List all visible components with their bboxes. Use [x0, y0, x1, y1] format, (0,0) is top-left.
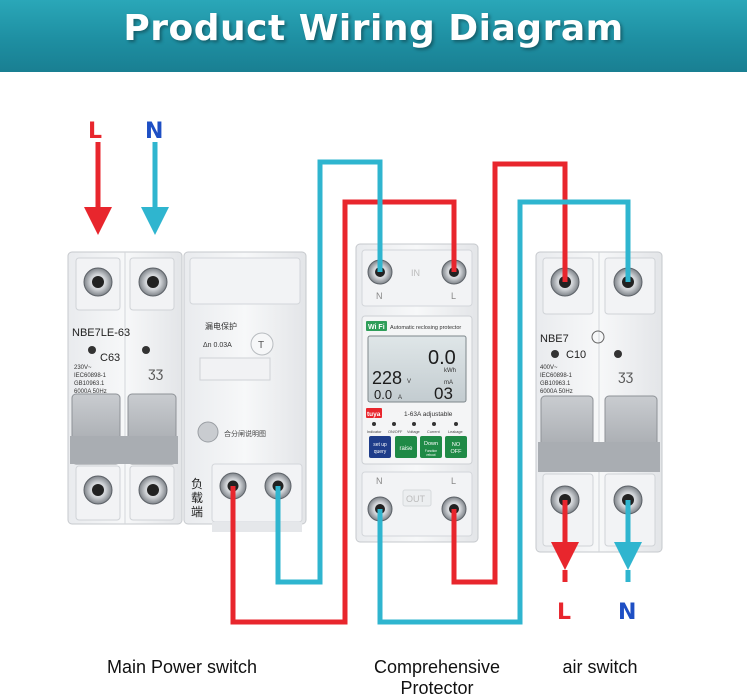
wiring-diagram: NBE7LE-63 C63 230V~ IEC60898-1 GB10963.1…: [67, 119, 663, 625]
svg-text:Wi Fi: Wi Fi: [368, 324, 385, 331]
air-switch: NBE7 C10 400V~ IEC60898-1 GB10963.1 6000…: [535, 251, 663, 553]
protector-caption-line-2: Protector: [400, 678, 474, 698]
test-button-label: T: [258, 340, 264, 351]
svg-text:raise: raise: [399, 446, 413, 452]
indicator-row: Indicator ON/OFF Voltage Current Leakage: [367, 422, 463, 434]
main-spec-line: 230V~: [74, 365, 92, 371]
rcd-label: 漏电保护: [205, 321, 237, 331]
lcd-screen: [367, 335, 467, 403]
air-switch-rating: C10: [566, 349, 586, 361]
protector-top-l: L: [451, 291, 456, 301]
input-live-label: L: [88, 119, 102, 144]
svg-text:reboot: reboot: [426, 453, 435, 457]
lcd-voltage-value: 228: [372, 368, 402, 388]
air-switch-model: NBE7: [540, 333, 569, 345]
protector-out-label: OUT: [406, 494, 426, 504]
svg-text:Down: Down: [424, 441, 438, 447]
svg-text:载: 载: [191, 491, 203, 505]
lcd-power-value: 0.0: [428, 347, 456, 369]
main-spec-line: 6000A 50Hz: [74, 389, 107, 395]
live-wire-protector-to-air: [451, 161, 568, 585]
lcd-power-unit: kWh: [444, 368, 456, 374]
main-switch-model: NBE7LE-63: [72, 327, 130, 339]
rcd-sensitivity: Δn 0.03A: [203, 342, 232, 349]
indicator-label: ON/OFF: [388, 430, 403, 434]
down-button[interactable]: [420, 436, 442, 458]
protector-top-n: N: [376, 291, 383, 301]
arrow-down-icon: [141, 207, 169, 235]
svg-text:set up: set up: [373, 442, 387, 448]
neutral-wire-protector-to-air: [377, 199, 631, 625]
cert-mark-icon: ʒʒ: [618, 367, 634, 383]
protector-bottom-l: L: [451, 476, 456, 486]
page-title: Product Wiring Diagram: [123, 8, 624, 49]
output-neutral-label: N: [618, 600, 636, 625]
air-switch-caption: air switch: [562, 657, 638, 677]
indicator-label: Voltage: [407, 430, 420, 434]
brand-badge: [366, 408, 382, 418]
svg-text:tuya: tuya: [367, 411, 381, 418]
main-power-switch: NBE7LE-63 C63 230V~ IEC60898-1 GB10963.1…: [67, 251, 307, 532]
test-button[interactable]: [250, 332, 274, 356]
svg-text:query: query: [374, 449, 387, 455]
indicator-label: Leakage: [448, 430, 463, 434]
indicator-label: Current: [427, 430, 441, 434]
neutral-wire-main-to-protector: [275, 159, 383, 585]
raise-button[interactable]: [395, 436, 417, 458]
on-off-button[interactable]: [445, 436, 467, 458]
main-switch-caption: Main Power switch: [106, 657, 258, 677]
cert-mark-icon: ʒʒ: [148, 364, 164, 380]
lcd-voltage-unit: V: [407, 379, 411, 385]
protector-caption-line-1: Comprehensive: [373, 657, 501, 677]
indicator-label: Indicator: [367, 430, 382, 434]
air-spec-line: IEC60898-1: [540, 373, 573, 379]
wifi-badge: [366, 321, 387, 331]
svg-text:Function: Function: [425, 449, 437, 453]
main-switch-rating: C63: [100, 352, 120, 364]
lcd-address-unit: mA: [444, 380, 453, 386]
setup-query-button[interactable]: [369, 436, 391, 458]
lcd-address-value: 03: [434, 384, 453, 403]
live-wire-main-to-protector: [230, 199, 457, 625]
lcd-current-unit: A: [398, 395, 402, 401]
range-text: 1-63A adjustable: [404, 411, 453, 418]
main-spec-line: GB10963.1: [74, 381, 105, 387]
output-live-label: L: [557, 600, 571, 625]
arrow-down-icon: [84, 207, 112, 235]
arrow-down-icon: [551, 542, 579, 570]
protector-in-label: IN: [411, 268, 420, 278]
air-spec-line: 6000A 50Hz: [540, 389, 573, 395]
title-banner: Product Wiring Diagram: [0, 0, 747, 72]
reset-button[interactable]: [197, 421, 219, 443]
svg-text:端: 端: [191, 505, 203, 519]
load-label: 负: [191, 477, 203, 491]
arrow-down-icon: [614, 542, 642, 570]
input-neutral-label: N: [145, 119, 163, 144]
svg-text:OFF: OFF: [451, 449, 463, 455]
air-spec-line: GB10963.1: [540, 381, 571, 387]
protector-header: Automatic reclosing protector: [390, 325, 461, 331]
air-spec-line: 400V~: [540, 365, 558, 371]
wires: [95, 142, 631, 625]
comprehensive-protector: N IN L Wi Fi Automatic reclosing protect…: [355, 243, 479, 543]
lcd-current-value: 0.0: [374, 387, 392, 402]
protector-bottom-n: N: [376, 476, 383, 486]
main-spec-line: IEC60898-1: [74, 373, 107, 379]
svg-text:NO: NO: [452, 442, 461, 448]
svg-text:合分闸说明图: 合分闸说明图: [224, 429, 266, 438]
